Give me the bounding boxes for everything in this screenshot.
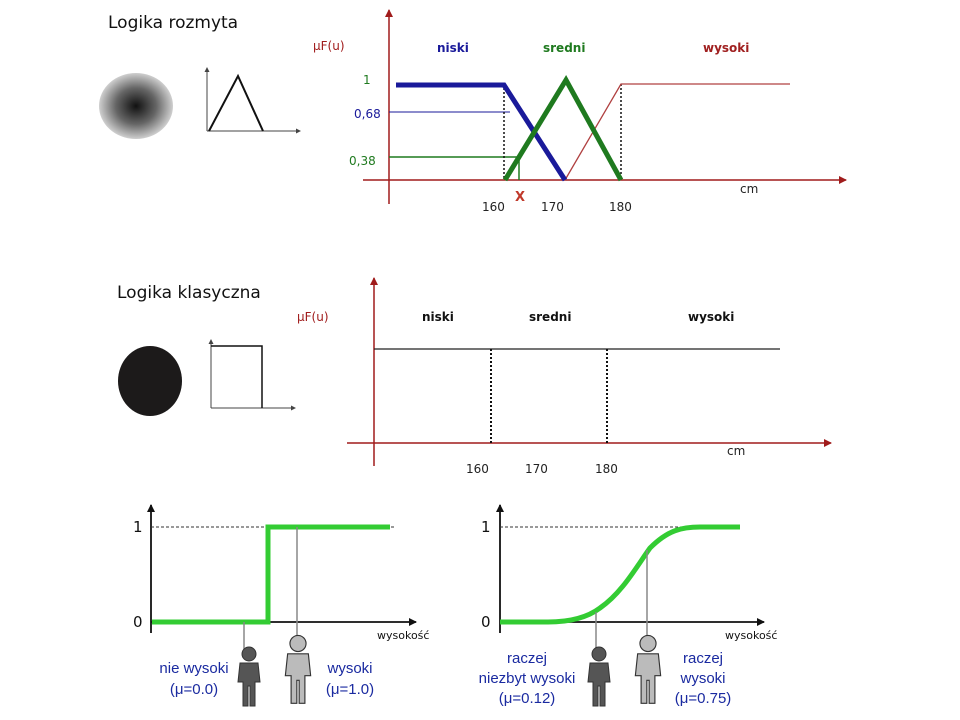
classic-square-thumbnail <box>208 339 296 411</box>
crisp-left-caption-1: nie wysoki <box>159 660 228 677</box>
classic-set-sredni: sredni <box>529 310 571 324</box>
fuzzy-triangle-thumbnail <box>204 67 301 134</box>
smooth-x-label: wysokość <box>725 629 777 642</box>
smooth-left-caption-1: raczej <box>507 650 547 667</box>
smooth-right-caption-3: (μ=0.75) <box>675 690 732 707</box>
crisp-left-caption-2: (μ=0.0) <box>170 681 218 698</box>
fuzzy-set-wysoki: wysoki <box>703 41 749 55</box>
fuzzy-section: Logika rozmyta μF(u) niski sredni wysoki… <box>99 9 847 214</box>
classic-set-niski: niski <box>422 310 454 324</box>
fuzzy-chart: μF(u) niski sredni wysoki 1 0,68 0,38 <box>313 9 847 214</box>
fuzzy-x-marker: X <box>515 190 525 205</box>
smooth-right-caption-2: wysoki <box>679 670 725 687</box>
fuzzy-y-label: μF(u) <box>313 39 345 53</box>
smooth-ytick-0: 0 <box>481 613 491 631</box>
crisp-step-curve <box>152 524 390 625</box>
crisp-right-caption-1: wysoki <box>326 660 372 677</box>
fuzzy-ytick-038: 0,38 <box>349 154 376 168</box>
fuzzy-set-niski: niski <box>437 41 469 55</box>
crisp-x-label: wysokość <box>377 629 429 642</box>
crisp-ytick-1: 1 <box>133 518 143 536</box>
classic-section: Logika klasyczna μF(u) niski sredni wyso… <box>117 277 832 476</box>
classic-set-wysoki: wysoki <box>688 310 734 324</box>
person-tall-icon <box>284 634 312 704</box>
classic-xtick-170: 170 <box>525 462 548 476</box>
fuzzy-niski-curve <box>396 82 568 182</box>
classic-xtick-180: 180 <box>595 462 618 476</box>
fuzzy-ytick-1: 1 <box>363 73 371 87</box>
fuzzy-title: Logika rozmyta <box>108 13 238 33</box>
fuzzy-xtick-180: 180 <box>609 200 632 214</box>
classic-y-label: μF(u) <box>297 310 329 324</box>
classic-x-unit: cm <box>727 444 745 458</box>
classic-chart: μF(u) niski sredni wysoki 160 170 180 cm <box>297 277 832 476</box>
smooth-height-plot: 1 0 wysokość raczej niezbyt wysoki (μ=0.… <box>479 504 777 707</box>
crisp-ytick-0: 0 <box>133 613 143 631</box>
classic-title: Logika klasyczna <box>117 283 261 303</box>
classic-blob-icon <box>118 346 182 416</box>
person-medium-icon <box>587 646 611 707</box>
smooth-sigmoid-curve <box>500 524 740 625</box>
fuzzy-blob-icon <box>99 73 173 139</box>
fuzzy-wysoki-curve <box>564 83 790 181</box>
fuzzy-set-sredni: sredni <box>543 41 585 55</box>
smooth-left-caption-3: (μ=0.12) <box>499 690 556 707</box>
classic-xtick-160: 160 <box>466 462 489 476</box>
smooth-right-caption-1: raczej <box>683 650 723 667</box>
fuzzy-xtick-160: 160 <box>482 200 505 214</box>
fuzzy-sredni-curve <box>502 75 624 182</box>
person-tallish-icon <box>634 634 662 704</box>
fuzzy-x-unit: cm <box>740 182 758 196</box>
smooth-left-caption-2: niezbyt wysoki <box>479 670 576 687</box>
smooth-ytick-1: 1 <box>481 518 491 536</box>
person-short-icon <box>237 646 261 707</box>
crisp-right-caption-2: (μ=1.0) <box>326 681 374 698</box>
fuzzy-xtick-170: 170 <box>541 200 564 214</box>
fuzzy-ytick-068: 0,68 <box>354 107 381 121</box>
crisp-height-plot: 1 0 wysokość nie wysoki (μ=0.0) wysoki (… <box>133 504 429 707</box>
